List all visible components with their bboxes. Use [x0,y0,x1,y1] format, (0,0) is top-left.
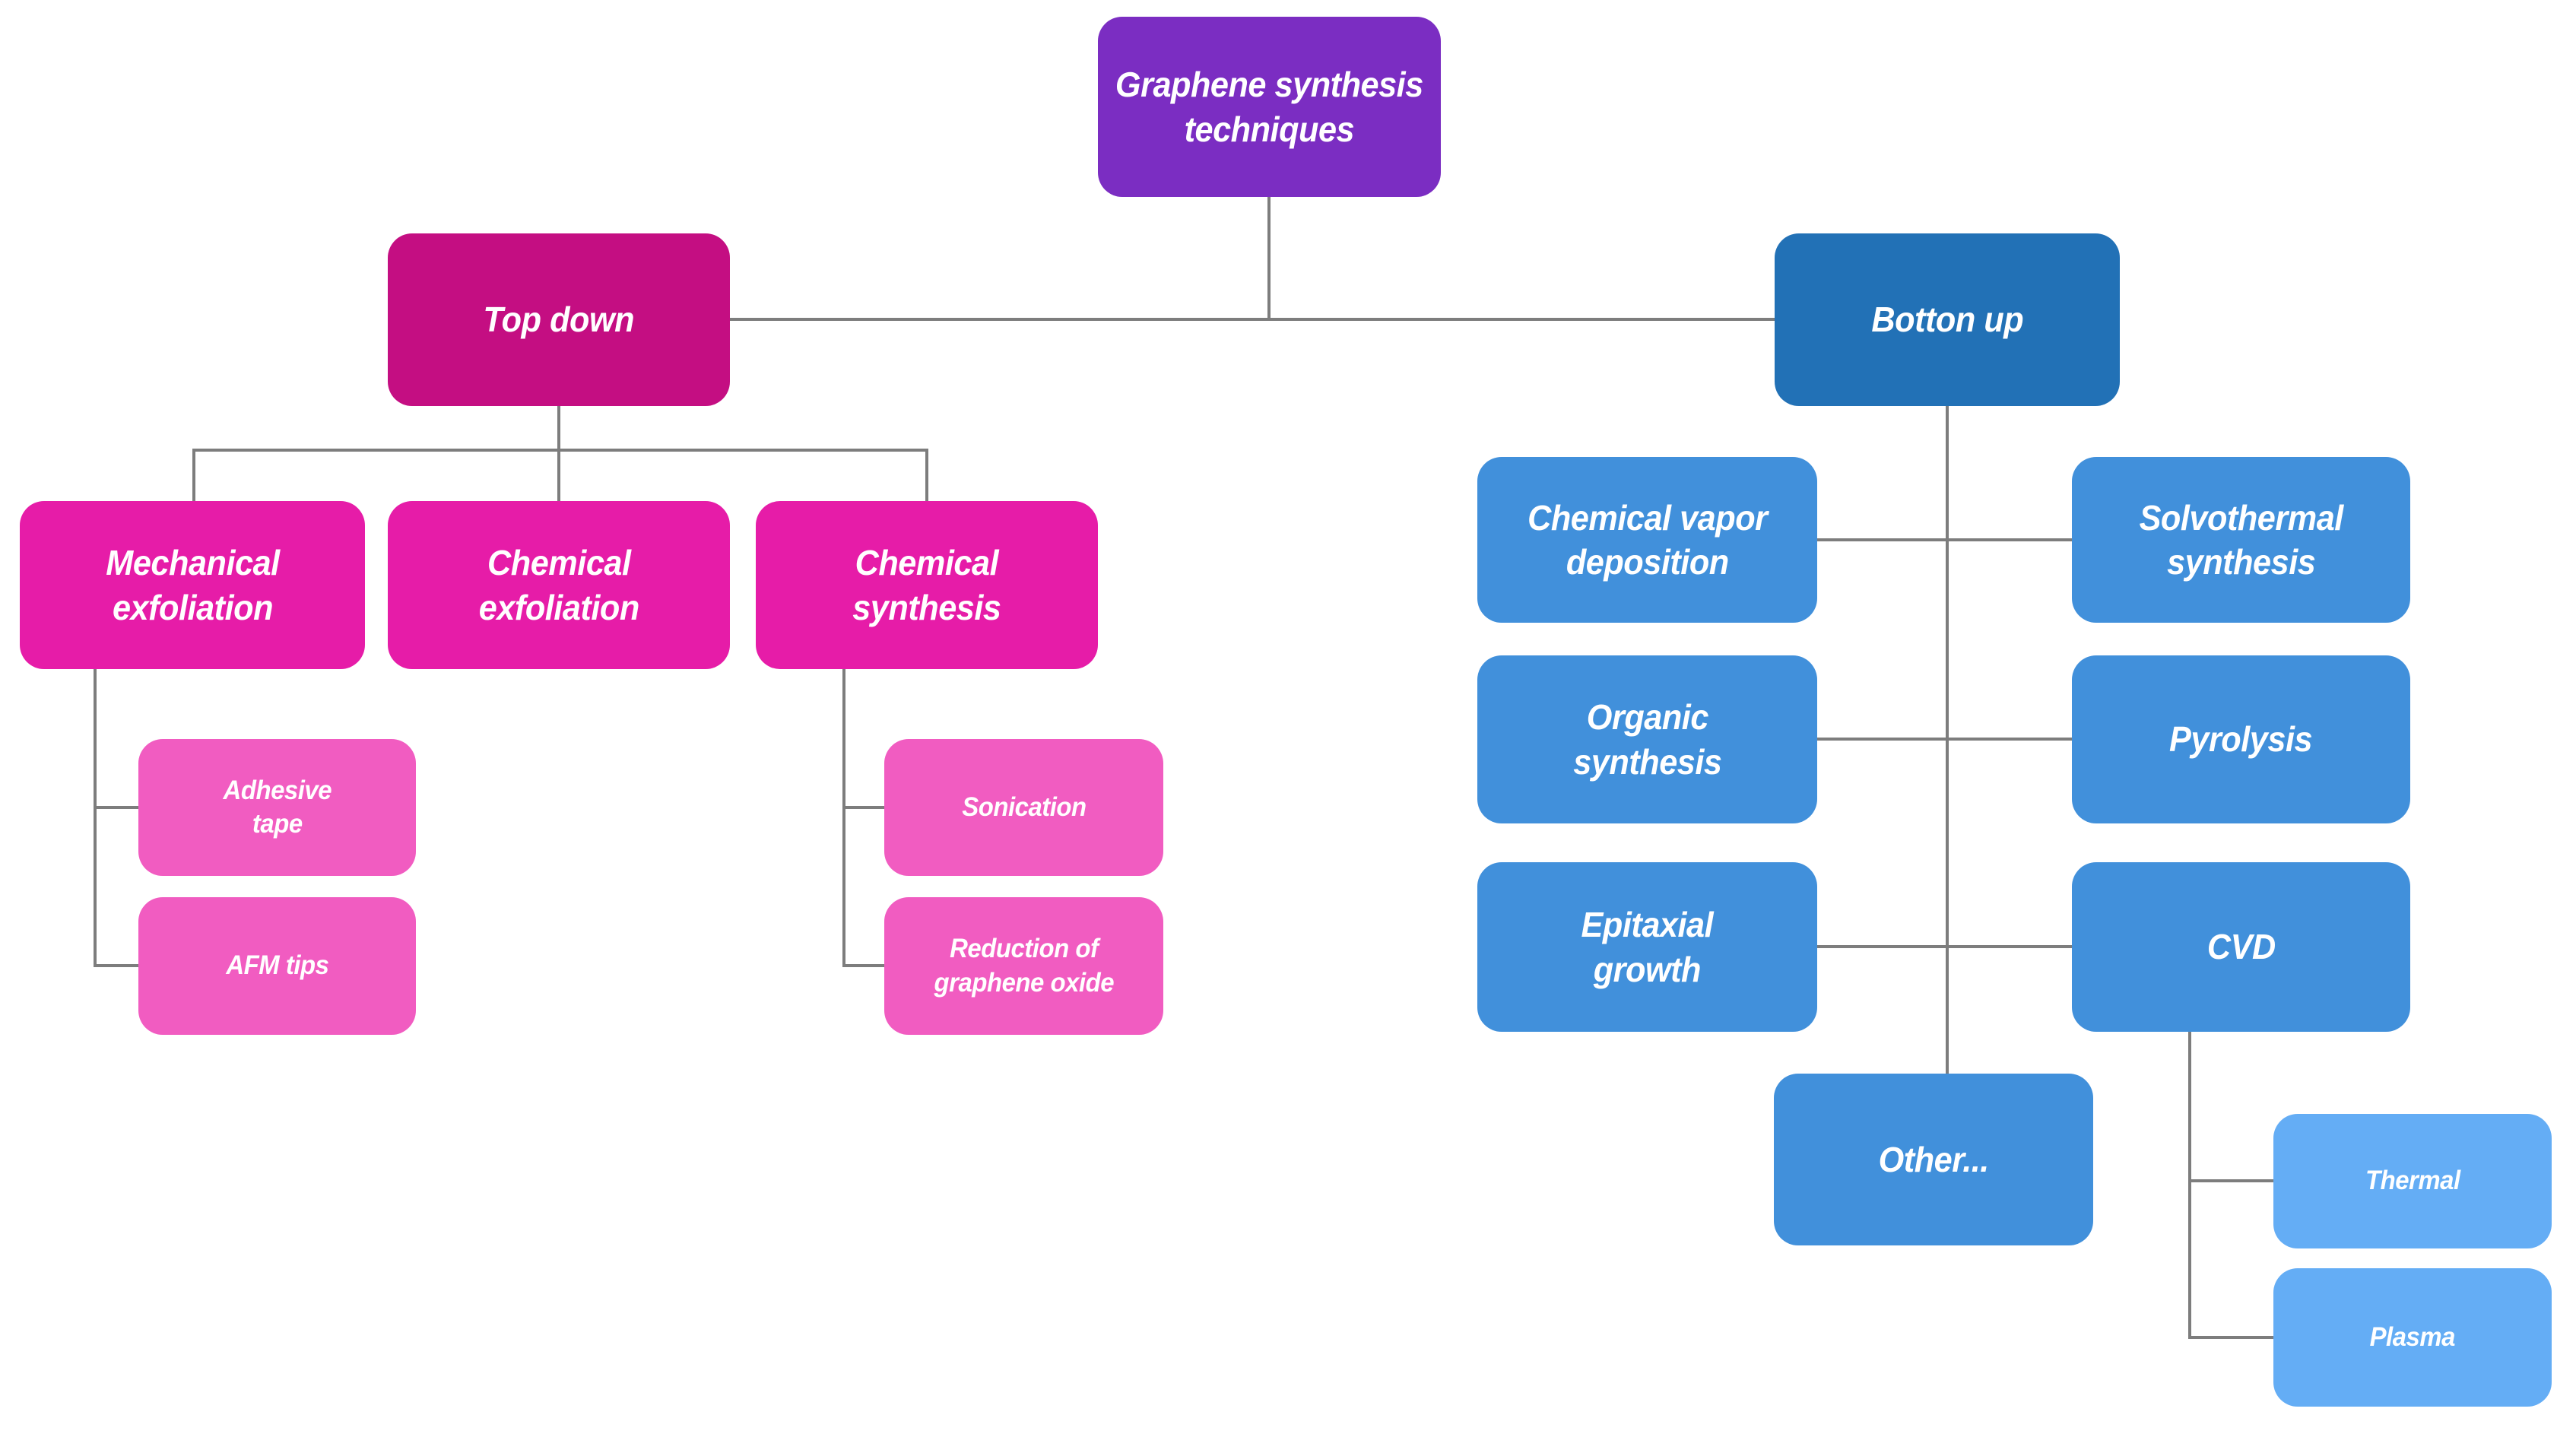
node-chemical-exfoliation-label: Chemical exfoliation [478,543,639,627]
node-cvd-label: CVD [2206,927,2276,967]
connector-stub-afm-tips [94,964,138,967]
node-reduction-of-graphene-oxide-label: Reduction of graphene oxide [934,934,1114,998]
node-cvd: CVD [2072,862,2410,1032]
node-graphene-synthesis-techniques: Graphene synthesis techniques [1098,17,1441,197]
node-top-down: Top down [388,233,730,406]
connector-topdown-drop [557,406,560,452]
connector-drop-chemical-synthesis [925,449,928,501]
node-chemical-vapor-deposition-label: Chemical vapor deposition [1527,497,1768,582]
connector-chemsynthesis-subtree [842,669,845,967]
node-pyrolysis-label: Pyrolysis [2169,719,2313,760]
node-chemical-synthesis: Chemical synthesis [756,501,1098,669]
connector-row-epitaxial-cvd [1817,945,2072,948]
node-solvothermal-synthesis-label: Solvothermal synthesis [2139,497,2343,582]
node-epitaxial-growth-label: Epitaxial growth [1581,905,1714,989]
node-botton-up: Botton up [1775,233,2120,406]
connector-topdown-bus [192,449,928,452]
node-organic-synthesis: Organic synthesis [1477,655,1817,823]
node-thermal-label: Thermal [2365,1166,2460,1196]
node-top-down-label: Top down [483,300,635,340]
node-botton-up-label: Botton up [1871,300,2023,340]
node-adhesive-tape-label: Adhesive tape [223,775,332,839]
node-organic-synthesis-label: Organic synthesis [1572,697,1722,782]
node-solvothermal-synthesis: Solvothermal synthesis [2072,457,2410,623]
node-afm-tips-label: AFM tips [225,950,329,981]
node-chemical-synthesis-label: Chemical synthesis [852,543,1001,627]
node-epitaxial-growth: Epitaxial growth [1477,862,1817,1032]
connector-row-cvd-deposition-solvothermal [1817,538,2072,541]
node-other: Other... [1774,1074,2093,1245]
node-afm-tips: AFM tips [138,897,416,1035]
node-pyrolysis: Pyrolysis [2072,655,2410,823]
connector-drop-mechanical [192,449,195,501]
connector-row-organic-pyrolysis [1817,738,2072,741]
node-plasma-label: Plasma [2369,1321,2456,1352]
node-thermal: Thermal [2273,1114,2552,1248]
node-chemical-exfoliation: Chemical exfoliation [388,501,730,669]
connector-stub-thermal [2188,1179,2273,1182]
node-mechanical-exfoliation-label: Mechanical exfoliation [105,543,280,627]
node-graphene-synthesis-techniques-label: Graphene synthesis techniques [1115,65,1423,149]
node-sonication-label: Sonication [961,792,1087,822]
connector-cvd-subtree [2188,1032,2191,1339]
connector-mechanical-subtree [94,669,97,967]
connector-drop-chemical-exfoliation [557,449,560,501]
connector-root-trunk [1267,197,1271,321]
connector-root-bus [730,318,1775,321]
connector-stub-plasma [2188,1336,2273,1339]
node-chemical-vapor-deposition: Chemical vapor deposition [1477,457,1817,623]
connector-stub-reduction [842,964,884,967]
node-mechanical-exfoliation: Mechanical exfoliation [20,501,365,669]
connector-stub-sonication [842,806,884,809]
node-plasma: Plasma [2273,1268,2552,1407]
connector-stub-adhesive-tape [94,806,138,809]
node-reduction-of-graphene-oxide: Reduction of graphene oxide [884,897,1163,1035]
node-sonication: Sonication [884,739,1163,876]
node-adhesive-tape: Adhesive tape [138,739,416,876]
node-other-label: Other... [1878,1139,1989,1179]
